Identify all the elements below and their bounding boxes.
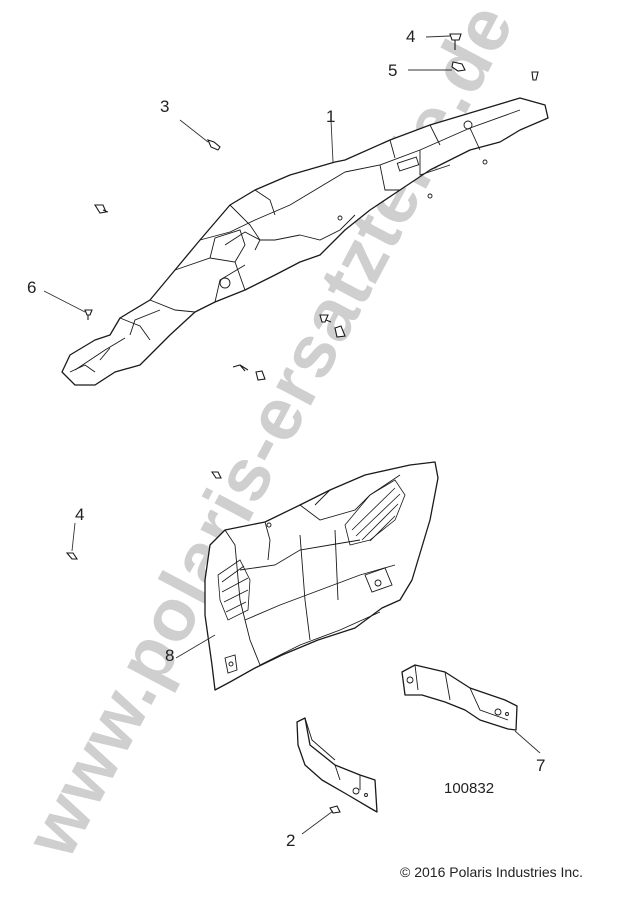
part-8-side-panel <box>204 461 439 691</box>
callout-4-top: 4 <box>406 27 416 46</box>
part-7-bracket <box>401 664 518 731</box>
copyright-notice: © 2016 Polaris Industries Inc. <box>400 864 584 880</box>
figure-number: 100832 <box>444 780 495 797</box>
bracket-lower <box>296 717 378 813</box>
callout-6: 6 <box>27 278 37 297</box>
fasteners <box>65 33 539 814</box>
callout-7: 7 <box>536 756 546 775</box>
leader-lines <box>43 35 541 835</box>
callout-1: 1 <box>326 107 336 126</box>
callout-5: 5 <box>388 61 398 80</box>
callout-3: 3 <box>160 97 170 116</box>
part-1-rail <box>61 97 549 386</box>
callout-4-left: 4 <box>75 505 85 524</box>
callout-8: 8 <box>165 646 175 665</box>
callout-2: 2 <box>286 831 296 850</box>
